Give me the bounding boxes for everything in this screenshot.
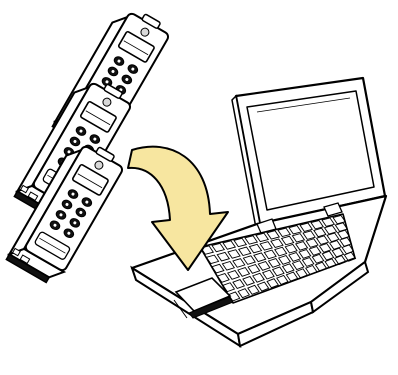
device-stack	[6, 2, 172, 288]
handheld-device-front	[6, 135, 126, 288]
